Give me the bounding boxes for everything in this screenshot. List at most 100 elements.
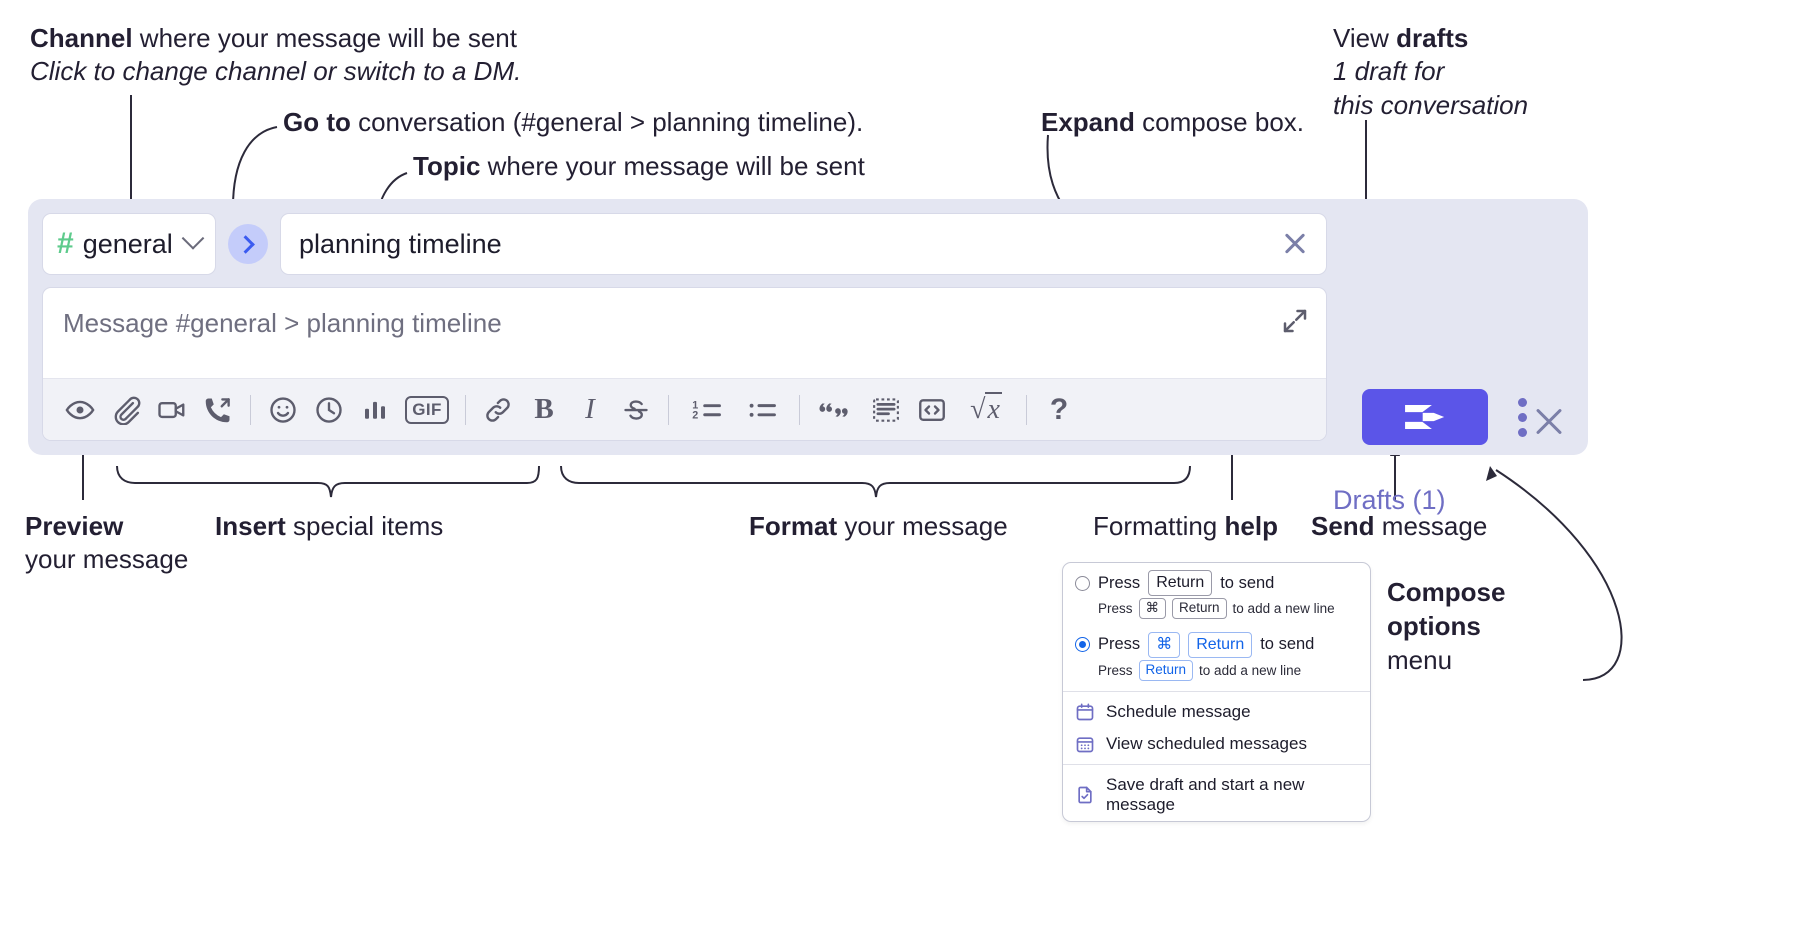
message-input-box[interactable]: Message #general > planning timeline [42,287,1327,441]
more-vertical-icon [1517,412,1527,422]
svg-text:2: 2 [692,409,698,421]
menu-item-save-draft[interactable]: Save draft and start a new message [1063,769,1370,821]
poll-icon[interactable] [352,387,398,433]
radio-unselected-icon [1075,575,1090,591]
key-command: ⌘ [1148,631,1181,658]
calendar-icon [1075,702,1095,722]
strikethrough-icon[interactable] [613,387,659,433]
italic-icon[interactable]: I [567,387,613,433]
chevron-down-icon [181,227,205,250]
gif-label: GIF [405,395,449,424]
menu-item-view-scheduled[interactable]: View scheduled messages [1063,728,1370,760]
annotation-channel: Channel where your message will be sent … [30,22,521,89]
menu-divider [1063,690,1370,692]
send-option-cmd-post: to send [1260,635,1315,654]
message-placeholder: Message #general > planning timeline [63,308,502,338]
send-option-return[interactable]: Press Return to send [1063,563,1370,596]
annotation-insert-rest: special items [285,511,444,541]
annotation-compose-bold2: options [1387,610,1481,641]
preview-icon[interactable] [57,387,103,433]
channel-name-label: general [82,228,173,259]
gif-icon[interactable]: GIF [398,387,456,433]
toolbar-divider [465,394,466,425]
annotation-channel-rest: where your message will be sent [132,23,517,53]
topic-input[interactable]: planning timeline [280,213,1327,275]
annotation-send-bold: Send [1311,511,1375,541]
link-icon[interactable] [475,387,521,433]
video-icon[interactable] [149,387,195,433]
math-label: √x [970,391,1002,425]
key-return: Return [1172,598,1227,619]
bullet-list-icon[interactable] [736,387,790,433]
annotation-insert: Insert special items [215,510,443,543]
menu-item-label: Schedule message [1106,701,1251,721]
code-block-icon[interactable] [863,387,909,433]
annotation-goto-bold: Go to [283,107,351,137]
sub-pre: Press [1098,600,1133,616]
annotation-format-bold: Format [749,511,838,541]
annotation-goto: Go to conversation (#general > planning … [283,106,863,139]
annotation-format-rest: your message [837,511,1008,541]
sub-post: to add a new line [1232,600,1335,616]
menu-item-schedule-message[interactable]: Schedule message [1063,696,1370,728]
help-icon[interactable]: ? [1036,387,1082,433]
annotation-topic-rest: where your message will be sent [480,151,865,181]
chevron-right-icon [235,234,255,254]
clock-icon[interactable] [306,387,352,433]
send-option-return-sub: Press ⌘ Return to add a new line [1063,596,1370,625]
compose-inner: # general planning timeline Message #gen… [42,213,1327,441]
key-command: ⌘ [1138,598,1167,619]
topic-value: planning timeline [299,228,502,259]
phone-icon[interactable] [195,387,241,433]
compose-header-row: # general planning timeline [42,213,1327,275]
formatting-toolbar: GIF B I [43,378,1326,440]
hash-icon: # [57,227,74,260]
close-icon[interactable] [1280,229,1310,259]
send-option-return-post: to send [1220,573,1275,592]
save-draft-icon [1075,785,1095,805]
bold-label: B [534,393,554,425]
calendar-grid-icon [1075,734,1095,754]
attachment-icon[interactable] [103,387,149,433]
channel-selector[interactable]: # general [42,213,216,275]
close-icon[interactable] [1532,405,1566,439]
math-icon[interactable]: √x [955,387,1017,433]
bold-icon[interactable]: B [521,387,567,433]
goto-conversation-button[interactable] [228,224,268,264]
annotation-help-bold: help [1224,511,1278,541]
key-return: Return [1138,659,1194,681]
send-option-cmd-sub: Press Return to add a new line [1063,658,1370,687]
send-option-cmd-pre: Press [1098,635,1141,654]
svg-text:1: 1 [692,399,698,411]
annotation-compose-options: Compose options menu [1387,576,1577,677]
emoji-icon[interactable] [260,387,306,433]
annotation-help: Formatting help [1093,510,1278,543]
help-label: ? [1049,392,1069,426]
more-vertical-icon [1517,427,1527,437]
expand-diagonal-icon[interactable] [1280,306,1310,336]
annotation-expand-bold: Expand [1041,107,1135,137]
key-return: Return [1148,570,1213,596]
more-vertical-icon [1517,397,1527,407]
italic-label: I [585,393,595,425]
blockquote-icon[interactable] [809,387,863,433]
send-option-cmd-return[interactable]: Press ⌘ Return to send [1063,625,1370,658]
inline-code-icon[interactable] [909,387,955,433]
annotation-preview-bold: Preview [25,511,124,541]
annotation-preview: Preview your message [25,510,225,577]
compose-options-button[interactable] [1510,392,1534,442]
toolbar-divider [799,394,800,425]
sub-post: to add a new line [1199,662,1302,678]
annotation-topic-bold: Topic [413,151,481,181]
menu-item-label: View scheduled messages [1106,733,1307,753]
annotation-send: Send message [1311,510,1487,543]
drafts-link[interactable]: Drafts (1) [1333,485,1446,515]
annotation-send-rest: message [1374,511,1488,541]
menu-divider [1063,763,1370,765]
send-button[interactable] [1362,389,1488,445]
annotation-help-pre: Formatting [1093,511,1225,541]
sub-pre: Press [1098,662,1133,678]
